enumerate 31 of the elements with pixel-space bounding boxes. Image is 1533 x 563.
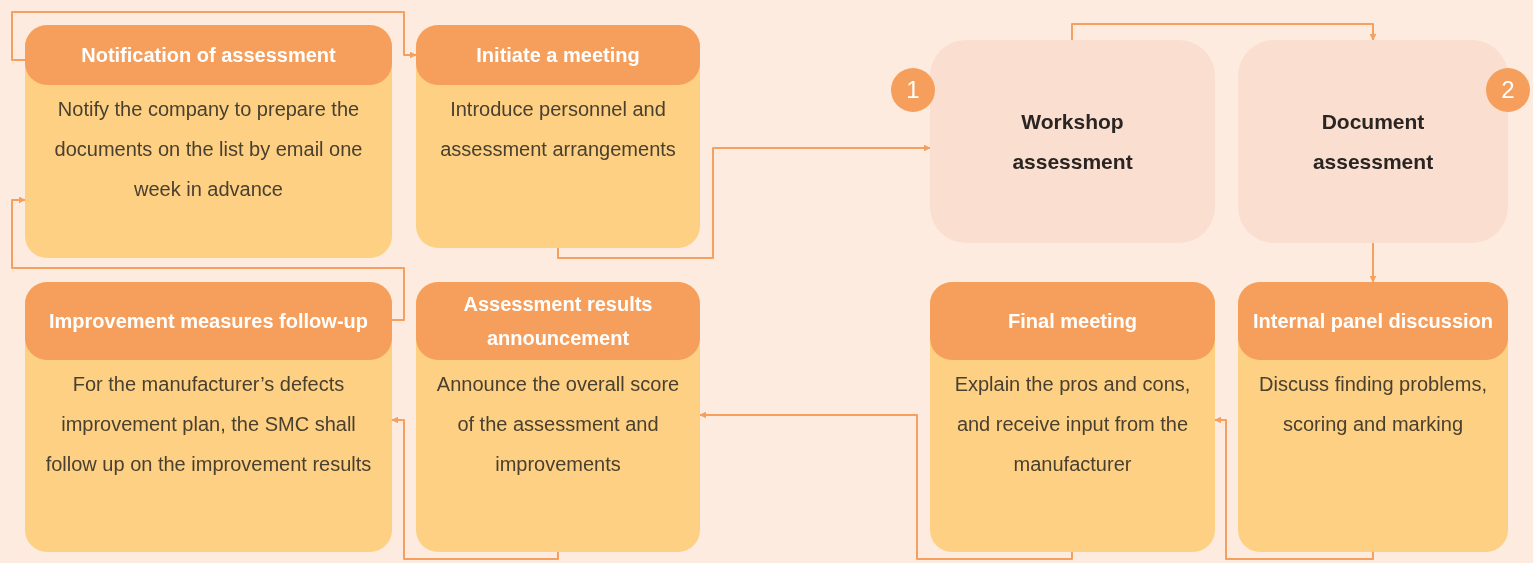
step-description: Notify the company to prepare the documents on the list by email one week in advance [53,97,364,202]
process-card [25,282,392,552]
step-description: Announce the overall score of the assessment and improvements [435,372,681,477]
process-card [25,25,392,258]
assessment-label: Document assessment [1311,108,1435,175]
flow-arrow [1214,416,1374,560]
step-heading: Improvement measures follow-up [25,282,392,360]
step-heading: Notification of assessment [25,25,392,85]
step-description: Introduce personnel and assessment arrangements [439,97,677,162]
flow-arrow [1071,23,1377,41]
process-card [416,282,700,552]
flow-arrow [557,144,931,259]
flow-arrow [699,411,1073,560]
step-heading: Final meeting [930,282,1215,360]
process-card [416,25,700,248]
process-card [930,282,1215,552]
flow-arrow [11,11,417,61]
step-heading: Initiate a meeting [416,25,700,85]
step-number-badge: 2 [1486,68,1530,112]
step-heading: Assessment results announcement [416,282,700,360]
assessment-box [930,40,1215,243]
flow-arrow [1369,242,1377,283]
flow-arrow [11,196,405,321]
step-description: For the manufacturer’s defects improvement plan, the SMC shall follow up on the improvement results [44,372,373,477]
assessment-label: Workshop assessment [1011,108,1134,175]
step-description: Explain the pros and cons, and receive input from the manufacturer [953,372,1192,477]
step-heading: Internal panel discussion [1238,282,1508,360]
step-number-badge: 1 [891,68,935,112]
flow-arrow [391,416,559,560]
process-card [1238,282,1508,552]
step-description: Discuss finding problems, scoring and marking [1258,372,1488,437]
